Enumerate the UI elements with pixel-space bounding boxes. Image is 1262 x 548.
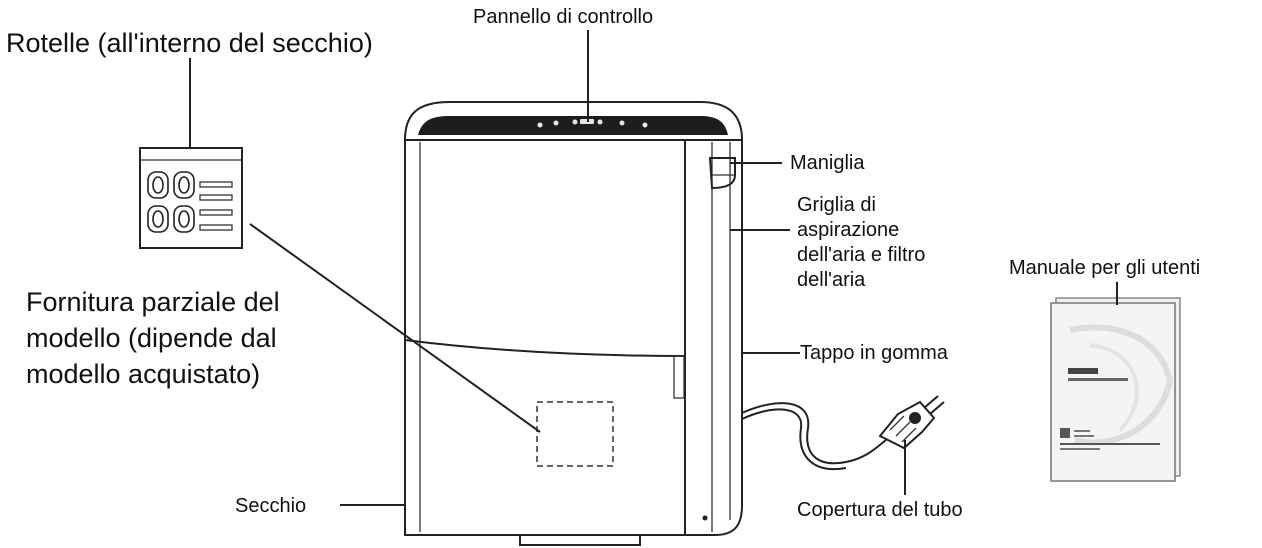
label-partial-supply-line: Fornitura parziale del: [26, 287, 280, 317]
wheels-icon: [139, 147, 243, 249]
label-bucket: Secchio: [235, 495, 307, 517]
plug-icon: [878, 395, 945, 450]
label-air-intake-line: aspirazione: [797, 219, 900, 241]
label-air-intake-line: Griglia di: [797, 194, 876, 216]
label-air-intake-line: dell'aria: [797, 269, 866, 291]
label-control-panel: Pannello di controllo: [473, 6, 654, 28]
label-wheels: Rotelle (all'interno del secchio): [6, 28, 373, 58]
label-partial-supply: Fornitura parziale del modello (dipende …: [26, 284, 280, 392]
dehumidifier-icon: [403, 101, 744, 546]
label-air-intake: Griglia di aspirazione dell'aria e filtr…: [797, 193, 925, 293]
label-air-intake-line: dell'aria e filtro: [797, 244, 926, 266]
manual-booklet-icon: [1050, 297, 1181, 482]
label-partial-supply-line: modello acquistato): [26, 359, 261, 389]
label-hose-cover: Copertura del tubo: [797, 499, 963, 521]
power-cord: [741, 402, 887, 471]
leader-lines: [189, 30, 1118, 506]
label-user-manual: Manuale per gli utenti: [1009, 257, 1201, 279]
label-partial-supply-line: modello (dipende dal: [26, 323, 277, 353]
label-rubber-plug: Tappo in gomma: [800, 342, 948, 364]
label-handle: Maniglia: [790, 152, 865, 174]
